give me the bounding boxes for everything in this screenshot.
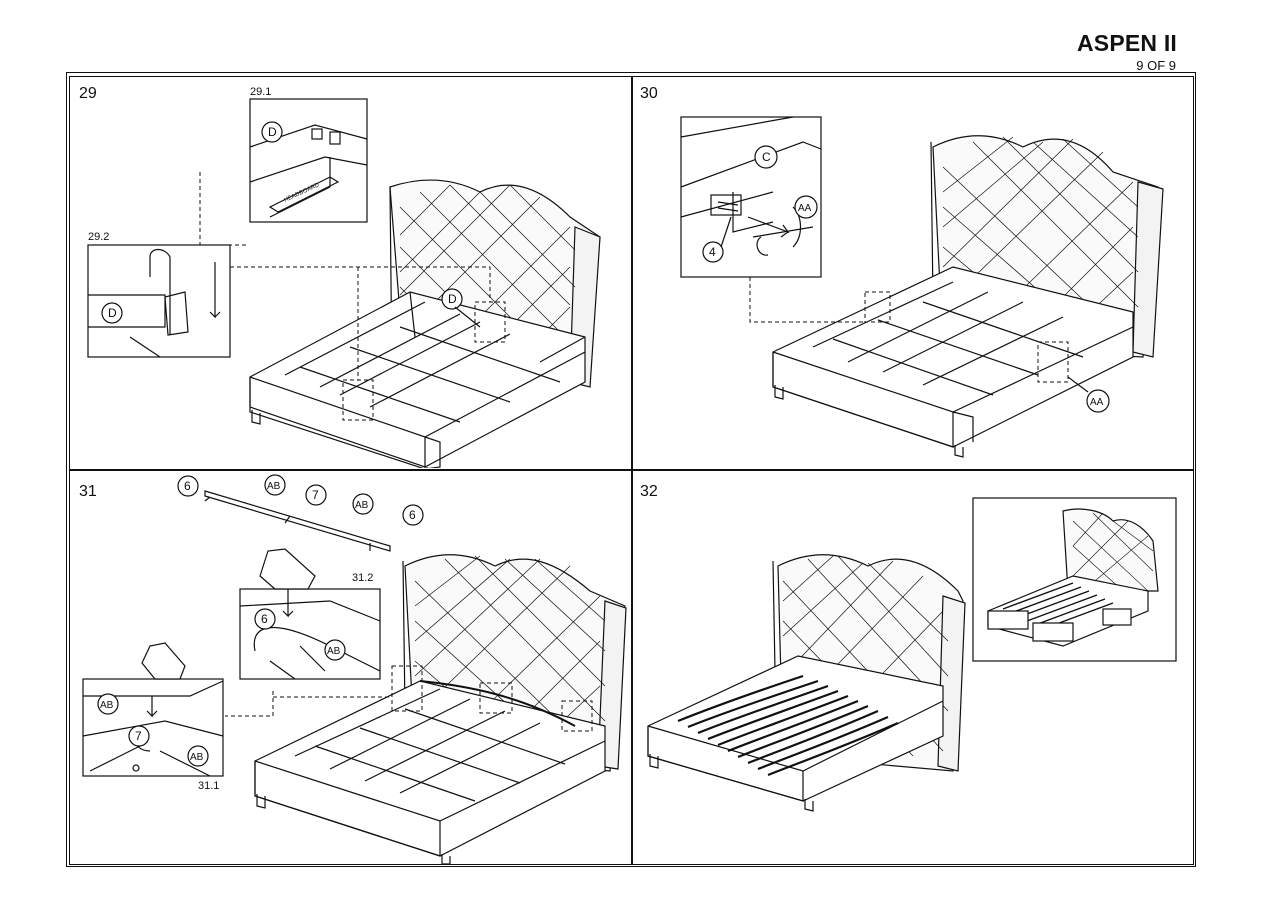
step-31-part-6-1: 6 <box>184 479 191 493</box>
step-29-sub1-label: 29.1 <box>250 86 271 98</box>
step-29-panel: 29.1 29.2 D D D HEADBOARD <box>70 77 630 468</box>
step-31-part-ab-2: AB <box>355 500 369 511</box>
step-31-part-ab-3: AB <box>100 700 114 711</box>
vertical-divider <box>631 76 633 865</box>
outer-frame <box>66 72 1196 867</box>
step-29-part-d-3: D <box>448 292 457 306</box>
step-31-sub2-label: 31.2 <box>352 572 373 584</box>
step-31-part-ab-5: AB <box>327 646 341 657</box>
step-30-part-aa-1: AA <box>798 203 812 214</box>
step-31-number: 31 <box>79 483 97 500</box>
horizontal-divider <box>69 469 1194 471</box>
step-30-illustration: C AA AA 4 <box>680 116 1164 458</box>
step-29-illustration: 29.1 29.2 D D D HEADBOARD <box>87 86 601 468</box>
step-30-part-c: C <box>762 150 771 164</box>
step-29-part-d-2: D <box>108 306 117 320</box>
step-31-part-6-3: 6 <box>261 612 268 626</box>
step-30-part-4: 4 <box>709 245 716 259</box>
step-29-number: 29 <box>79 85 97 102</box>
page-number: 9 OF 9 <box>1136 58 1176 73</box>
step-29-sub2-label: 29.2 <box>88 231 109 243</box>
step-30-number: 30 <box>640 85 658 102</box>
step-32-illustration <box>647 497 1177 812</box>
step-31-part-7-1: 7 <box>312 488 319 502</box>
step-31-part-ab-1: AB <box>267 481 281 492</box>
step-32-number: 32 <box>640 483 658 500</box>
step-31-part-ab-4: AB <box>190 752 204 763</box>
step-32-panel <box>633 471 1193 864</box>
step-30-part-aa-2: AA <box>1090 397 1104 408</box>
step-30-panel: C AA AA 4 <box>633 77 1193 468</box>
step-31-illustration: 6 AB 7 AB 6 AB 7 AB 6 AB 31.1 31.2 <box>82 474 627 864</box>
step-31-sub1-label: 31.1 <box>198 780 219 792</box>
step-31-panel: 6 AB 7 AB 6 AB 7 AB 6 AB 31.1 31.2 <box>70 471 630 864</box>
step-29-part-d-1: D <box>268 125 277 139</box>
step-31-part-7-2: 7 <box>135 729 142 743</box>
step-31-part-6-2: 6 <box>409 508 416 522</box>
document-title: ASPEN II <box>1076 30 1177 56</box>
